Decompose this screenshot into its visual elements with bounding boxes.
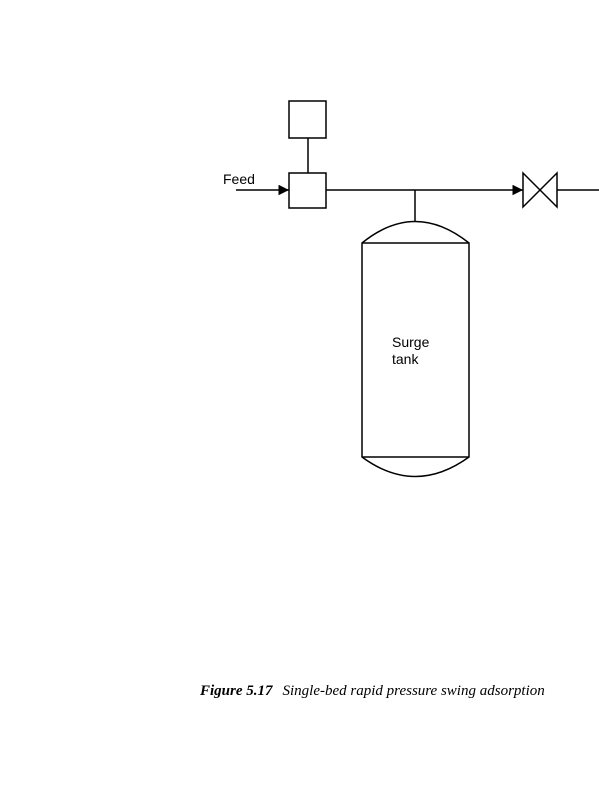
figure-caption: Figure 5.17 Single-bed rapid pressure swi… — [200, 683, 545, 700]
outlet-valve-icon — [522, 171, 558, 209]
figure-number: Figure 5.17 — [200, 683, 273, 699]
figure-caption-text: Single-bed rapid pressure swing adsorpti… — [282, 683, 545, 699]
controller-box — [288, 100, 327, 139]
tank-label-line2: tank — [392, 351, 419, 367]
tank-label-line1: Surge — [392, 334, 430, 350]
feed-label: Feed — [223, 171, 255, 187]
feed-valve-box — [288, 172, 327, 209]
